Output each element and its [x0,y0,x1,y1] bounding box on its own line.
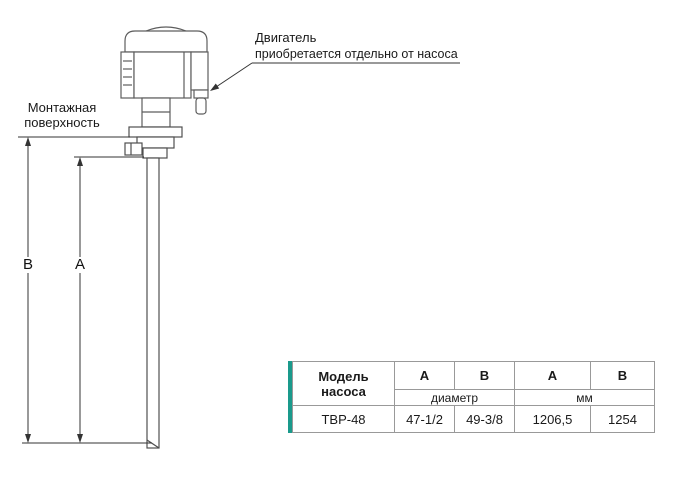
cell-a-mm: 1206,5 [514,405,591,433]
mounting-plate [128,126,183,138]
dimension-arrowheads [25,137,83,443]
mounting-surface-label: Монтажная поверхность [6,100,118,130]
group-diameter-cell: диаметр [394,389,515,406]
table-data-row: ТВР-48 47-1/2 49-3/8 1206,5 1254 [292,405,655,433]
cell-b-diameter: 49-3/8 [454,405,515,433]
mounting-surface-line2: поверхность [24,115,100,130]
dimension-lines [18,136,152,444]
motor-drive-end [190,51,209,91]
motor-drawing [120,26,209,128]
group-mm-cell: мм [514,389,655,406]
pump-tube [146,157,160,449]
motor-top-cap [124,30,208,53]
motor-note-title: Двигатель [255,30,317,45]
tube-notch [146,439,160,449]
motor-handle [145,26,187,32]
dimension-a-label: A [71,257,89,273]
motor-fan-cover [120,51,135,99]
model-header-line1: Модель [318,368,369,384]
col-header-b-mm: B [590,361,655,390]
table-subheader-row: диаметр мм [293,389,655,406]
motor-leader-line [212,62,253,90]
motor-leader-arrowhead [210,83,220,91]
motor-note-leader [212,62,460,90]
col-header-b-diameter: B [454,361,515,390]
dim-b-arrow-bottom [25,434,31,443]
pump-column-drawing [124,126,183,449]
model-header-line2: насоса [321,383,366,399]
motor-conduit [195,97,207,115]
spec-table: Модель насоса A B A B диаметр мм ТВР-48 … [292,361,655,433]
col-header-a-mm: A [514,361,591,390]
motor-note-label: Двигатель приобретается отдельно от насо… [255,30,458,62]
collar [142,147,168,159]
cell-b-mm: 1254 [590,405,655,433]
dim-a-arrow-bottom [77,434,83,443]
spec-table-container: Модель насоса A B A B диаметр мм ТВР-48 … [288,361,655,433]
motor-body [133,51,192,99]
col-header-a-diameter: A [394,361,455,390]
dim-b-arrow-top [25,137,31,146]
table-header-row: Модель насоса A B A B [292,361,655,406]
cell-a-diameter: 47-1/2 [394,405,455,433]
cell-model: ТВР-48 [292,405,395,433]
motor-note-text: приобретается отдельно от насоса [255,47,458,61]
model-header-cell: Модель насоса [292,361,395,406]
side-port [124,142,143,156]
dimension-b-label: B [19,257,37,273]
dim-a-arrow-top [77,157,83,166]
motor-bracket [193,89,209,99]
mounting-surface-line1: Монтажная [27,100,97,115]
